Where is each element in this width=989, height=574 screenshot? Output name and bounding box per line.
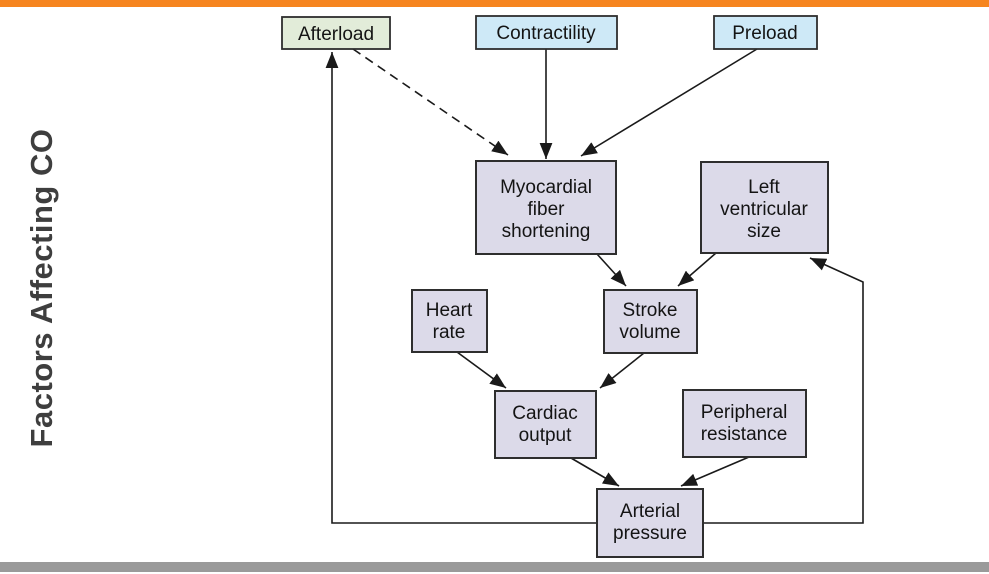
- edge-preload-to-myocardial: [580, 48, 758, 157]
- preload-box: [713, 15, 818, 50]
- afterload-label: Afterload: [298, 24, 374, 45]
- cardiac-output-label-line1: Cardiac: [512, 403, 577, 424]
- peripheral-resistance-label-line2: resistance: [701, 424, 788, 445]
- arterial-pressure-label-line1: Arterial: [620, 501, 680, 522]
- edge-arterial-pressure-to-afterload: [325, 52, 597, 524]
- node-preload: Preload: [713, 15, 818, 50]
- lv-size-label-line3: size: [747, 221, 781, 242]
- edge-myocardial-to-stroke-volume: [596, 253, 627, 287]
- heart-rate-box: [411, 289, 488, 353]
- node-myocardial-fiber-shortening: Myocardial fiber shortening: [475, 160, 617, 255]
- slide-title-vertical: Factors Affecting CO: [24, 129, 59, 448]
- node-heart-rate: Heart rate: [411, 289, 488, 353]
- peripheral-resistance-box: [682, 389, 807, 458]
- contractility-label: Contractility: [496, 23, 596, 44]
- stroke-volume-label-line2: volume: [619, 322, 680, 343]
- lv-size-label-line1: Left: [748, 177, 780, 198]
- preload-label: Preload: [732, 23, 798, 44]
- edge-peripheral-resistance-to-arterial-pressure: [680, 456, 750, 487]
- left-ventricular-size-box: [700, 161, 829, 254]
- arterial-pressure-label-line2: pressure: [613, 523, 687, 544]
- lv-size-label-line2: ventricular: [720, 199, 808, 220]
- contractility-box: [475, 15, 618, 50]
- edge-stroke-volume-to-cardiac-output: [599, 352, 645, 389]
- myocardial-label-line3: shortening: [502, 221, 591, 242]
- stroke-volume-label-line1: Stroke: [623, 300, 678, 321]
- afterload-box: [281, 16, 391, 50]
- stroke-volume-box: [603, 289, 698, 354]
- arterial-pressure-box: [596, 488, 704, 558]
- edge-arterial-pressure-to-left-ventricular-size: [703, 257, 864, 524]
- peripheral-resistance-label-line1: Peripheral: [701, 402, 788, 423]
- node-contractility: Contractility: [475, 15, 618, 50]
- top-accent-bar: [0, 0, 989, 7]
- bottom-accent-bar: [0, 562, 989, 572]
- myocardial-label-line2: fiber: [528, 199, 566, 220]
- cardiac-output-label-line2: output: [519, 425, 573, 446]
- myocardial-label-line1: Myocardial: [500, 177, 592, 198]
- edge-afterload-to-myocardial-dashed: [352, 48, 509, 156]
- node-cardiac-output: Cardiac output: [494, 390, 597, 459]
- edge-left-ventricular-size-to-stroke-volume: [677, 252, 717, 287]
- heart-rate-label-line2: rate: [433, 322, 466, 343]
- edge-cardiac-output-to-arterial-pressure: [570, 457, 620, 487]
- edge-heart-rate-to-cardiac-output: [456, 351, 507, 389]
- node-arterial-pressure: Arterial pressure: [596, 488, 704, 558]
- myocardial-fiber-shortening-box: [475, 160, 617, 255]
- node-left-ventricular-size: Left ventricular size: [700, 161, 829, 254]
- node-peripheral-resistance: Peripheral resistance: [682, 389, 807, 458]
- node-stroke-volume: Stroke volume: [603, 289, 698, 354]
- cardiac-output-box: [494, 390, 597, 459]
- heart-rate-label-line1: Heart: [426, 300, 473, 321]
- node-afterload: Afterload: [281, 16, 391, 50]
